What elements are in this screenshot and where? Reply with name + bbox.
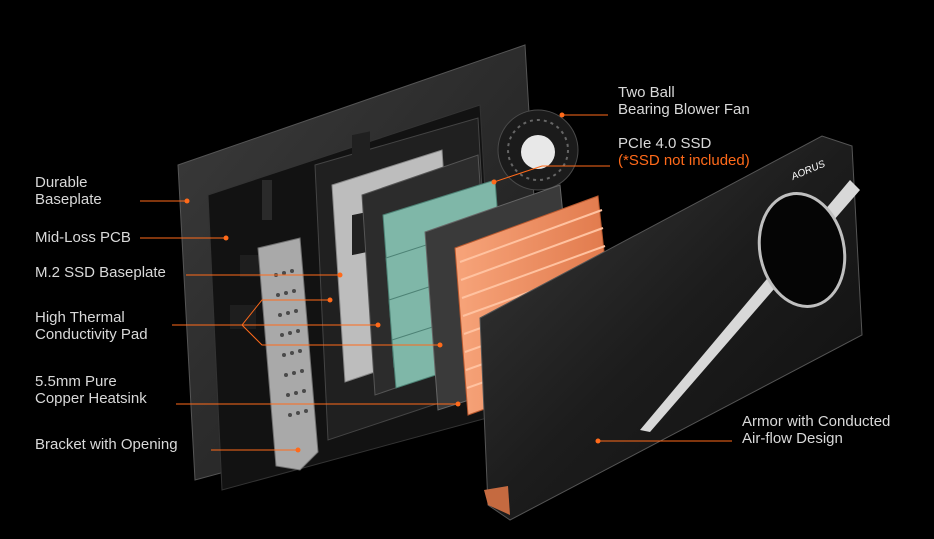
label-armor: Armor with Conducted Air-flow Design [742, 413, 890, 447]
label-blower-fan-line2: Bearing Blower Fan [618, 101, 750, 118]
label-heatsink: 5.5mm Pure Copper Heatsink [35, 373, 147, 407]
pcb-component [262, 180, 272, 220]
label-thermal-pad-line2: Conductivity Pad [35, 326, 148, 343]
leader-pad [172, 299, 330, 326]
label-m2-baseplate: M.2 SSD Baseplate [35, 264, 166, 281]
leader-pad-3 [241, 324, 440, 346]
label-ssd-note: (*SSD not included) [618, 152, 750, 169]
label-thermal-pad: High Thermal Conductivity Pad [35, 309, 148, 343]
label-baseplate: Durable Baseplate [35, 174, 102, 208]
label-blower-fan: Two Ball Bearing Blower Fan [618, 84, 750, 118]
bracket [257, 237, 319, 471]
blower-fan [497, 109, 579, 191]
leader-ssd [493, 165, 610, 183]
label-pcie-ssd: PCIe 4.0 SSD (*SSD not included) [618, 135, 750, 169]
label-thermal-pad-line1: High Thermal [35, 309, 125, 326]
m2-baseplate-cutout [352, 131, 370, 176]
label-pcie-ssd-line1: PCIe 4.0 SSD [618, 135, 712, 152]
label-pcb: Mid-Loss PCB [35, 229, 131, 246]
label-baseplate-line1: Durable [35, 174, 88, 191]
label-bracket: Bracket with Opening [35, 436, 178, 453]
leader-dots [184, 112, 601, 453]
label-armor-line2: Air-flow Design [742, 430, 843, 447]
leader-lines [140, 114, 732, 451]
label-armor-line1: Armor with Conducted [742, 413, 891, 430]
armor-shroud: AORUS [479, 135, 863, 521]
label-heatsink-line1: 5.5mm Pure [35, 373, 117, 390]
label-heatsink-line2: Copper Heatsink [35, 390, 147, 407]
label-baseplate-line2: Baseplate [35, 191, 102, 208]
label-blower-fan-line1: Two Ball [618, 84, 675, 101]
